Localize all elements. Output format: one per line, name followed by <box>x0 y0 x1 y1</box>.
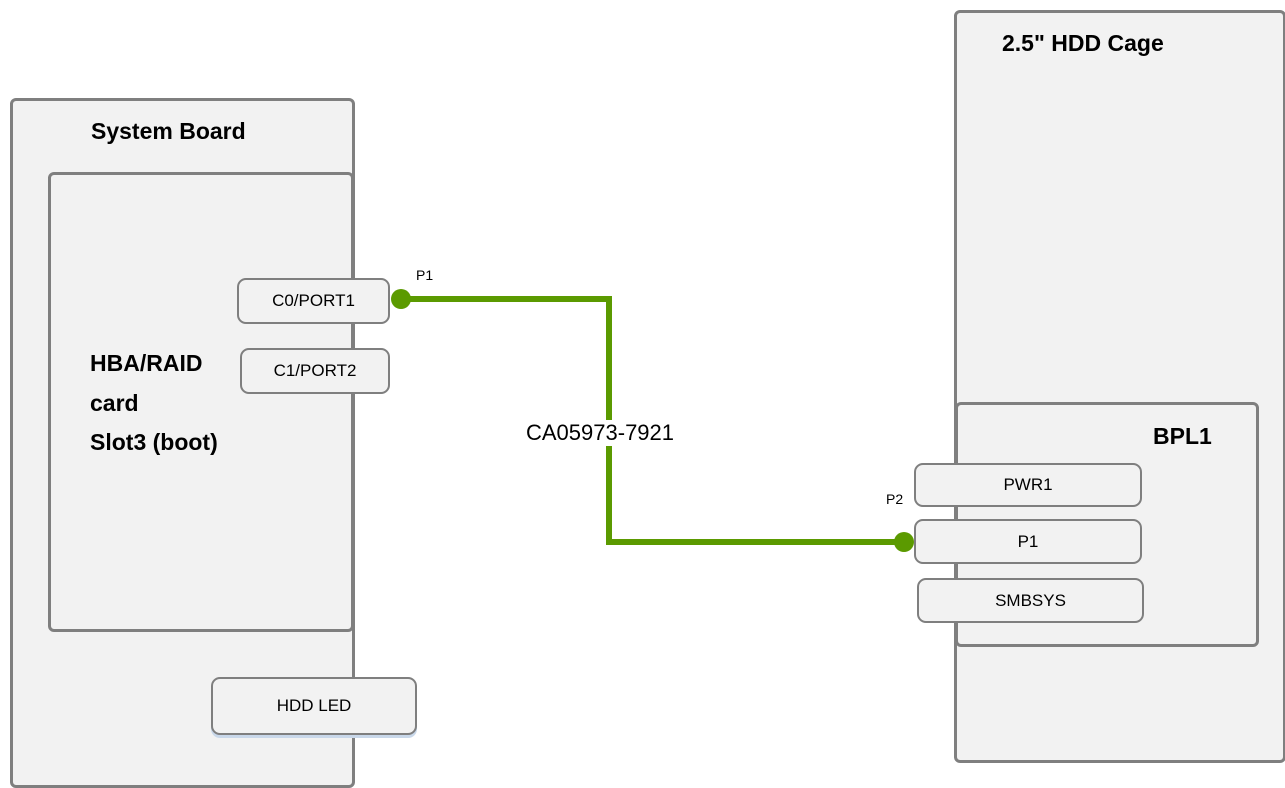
hba-raid-card <box>48 172 354 632</box>
port-c0-port1[interactable]: C0/PORT1 <box>237 278 390 324</box>
card-title-line1: HBA/RAID <box>90 350 203 376</box>
cable-part-number: CA05973-7921 <box>524 420 677 446</box>
cable-end-p2-dot <box>894 532 914 552</box>
hdd-cage-title: 2.5" HDD Cage <box>1002 30 1164 56</box>
port-smbsys[interactable]: SMBSYS <box>917 578 1144 623</box>
port-pwr1[interactable]: PWR1 <box>914 463 1142 507</box>
port-p1[interactable]: P1 <box>914 519 1142 564</box>
cable-end-p1-dot <box>391 289 411 309</box>
cable-diagram <box>391 289 914 552</box>
hdd-led-connector[interactable]: HDD LED <box>211 677 417 735</box>
card-title-line2: card <box>90 390 139 416</box>
cable-end-p2-label: P2 <box>886 491 904 507</box>
port-c1-port2[interactable]: C1/PORT2 <box>240 348 390 394</box>
system-board-title: System Board <box>91 118 246 144</box>
cable-end-p1-label: P1 <box>416 267 434 283</box>
card-title-line3: Slot3 (boot) <box>90 429 218 455</box>
backplane-title: BPL1 <box>1153 423 1212 449</box>
